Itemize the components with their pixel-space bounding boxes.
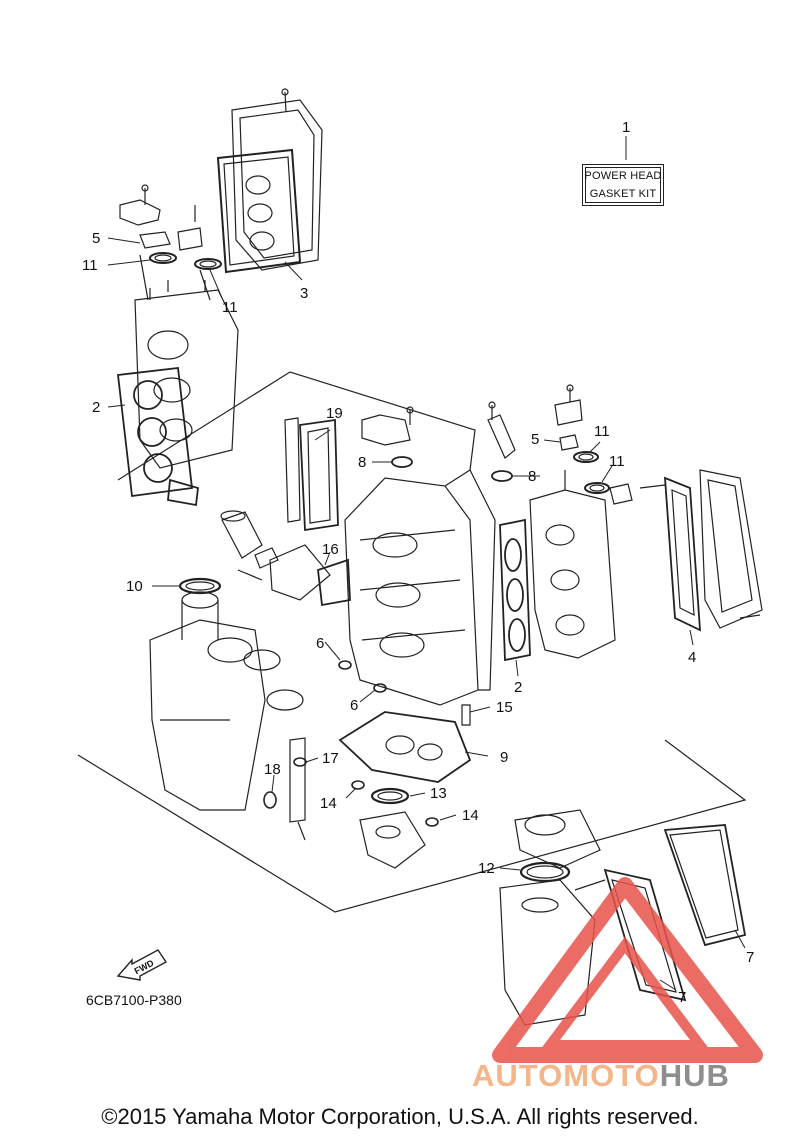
pin-15 [461, 704, 471, 726]
oil-pan-part [359, 811, 426, 869]
thermostat-parts-center [361, 401, 516, 482]
callout-2a: 2 [92, 399, 100, 416]
oil-seal-11-right [573, 451, 610, 494]
gasket-19 [284, 417, 339, 532]
callout-14a: 14 [320, 795, 337, 812]
callout-11b: 11 [222, 299, 238, 316]
oil-seal-13 [370, 787, 410, 805]
callout-13: 13 [430, 785, 447, 802]
watermark-part1: AUTOMOTO [472, 1058, 660, 1093]
callout-5a: 5 [92, 230, 100, 247]
callout-9: 9 [500, 749, 508, 766]
watermark-triangle-icon [492, 877, 763, 1063]
callout-17: 17 [322, 750, 339, 767]
watermark-part2: HUB [659, 1058, 730, 1093]
group-frame-upper [117, 371, 476, 481]
oil-filter [220, 510, 279, 569]
crankshaft-assembly [149, 591, 304, 811]
oil-pump-16 [237, 544, 351, 607]
callout-6b: 6 [350, 697, 358, 714]
copyright-notice: ©2015 Yamaha Motor Corporation, U.S.A. A… [101, 1104, 699, 1129]
cylinder-head-right [529, 470, 616, 659]
cover-7 [669, 829, 739, 939]
callout-3: 3 [300, 285, 308, 302]
fwd-arrow-icon: FWD [116, 949, 168, 981]
callout-16: 16 [322, 541, 339, 558]
diagram-code: 6CB7100-P380 [86, 992, 182, 1008]
cylinder-head-left [134, 254, 239, 469]
callout-19: 19 [326, 405, 343, 422]
callout-5b: 5 [531, 431, 539, 448]
head-cover-right [699, 469, 763, 629]
kit-label-line2: GASKET KIT [589, 188, 657, 200]
callout-11d: 11 [609, 453, 625, 470]
gasket-2-center [499, 518, 531, 662]
thermostat-parts-right [554, 384, 666, 505]
power-head-gasket-kit-label: POWER HEAD GASKET KIT [582, 164, 664, 206]
callout-7a: 7 [746, 949, 754, 966]
group-frame-lower [77, 739, 747, 913]
head-cover-top [231, 88, 323, 271]
callout-8a: 8 [358, 454, 366, 471]
callout-labels: 1 3 5 11 11 2 19 8 8 5 11 11 16 10 6 4 2… [82, 119, 754, 1006]
gasket-12 [519, 861, 571, 883]
automotohub-watermark: AUTOMOTOHUB [472, 1058, 730, 1094]
callout-11c: 11 [594, 423, 610, 440]
callout-2b: 2 [514, 679, 522, 696]
leader-lines [107, 136, 746, 991]
callout-4: 4 [688, 649, 696, 666]
kit-label-line1: POWER HEAD [584, 170, 662, 182]
exhaust-manifold [499, 879, 606, 1026]
thermostat-parts-top [119, 184, 203, 251]
callout-12: 12 [478, 860, 495, 877]
cylinder-block [344, 469, 496, 706]
callout-8b: 8 [528, 468, 536, 485]
callout-10: 10 [126, 578, 143, 595]
gasket-9 [338, 711, 472, 783]
callout-11a: 11 [82, 257, 98, 274]
callout-1: 1 [622, 119, 630, 136]
callout-7b: 7 [678, 989, 686, 1006]
gasket-3 [216, 148, 302, 274]
callout-15: 15 [496, 699, 513, 716]
crankcase-parts-18 [263, 737, 306, 841]
callout-6a: 6 [316, 635, 324, 652]
gasket-4 [663, 476, 702, 632]
gasket-2-left [117, 367, 199, 507]
callout-18: 18 [264, 761, 281, 778]
callout-14b: 14 [462, 807, 479, 824]
oil-seal-10 [178, 577, 222, 595]
throttle-body [514, 809, 601, 869]
o-rings-small [293, 660, 439, 827]
oil-seal-11-top [149, 252, 222, 270]
